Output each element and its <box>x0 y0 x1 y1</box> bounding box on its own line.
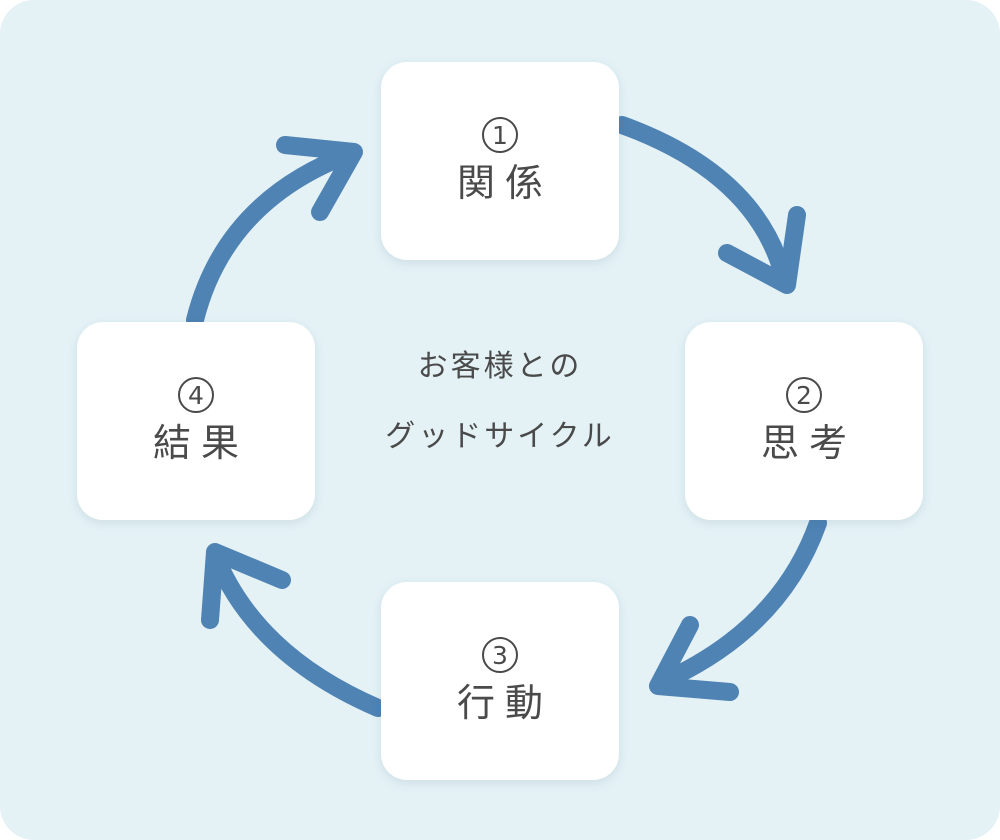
center-caption-line-1: お客様との <box>417 349 583 384</box>
arrow-result-to-relation <box>186 144 361 329</box>
arrow-relation-to-thinking-head <box>718 206 806 294</box>
arrow-action-to-result-head <box>201 543 291 629</box>
step-label-action: 行動 <box>456 681 553 726</box>
arrow-action-to-result <box>206 546 387 717</box>
center-caption: お客様との グッドサイクル <box>340 352 660 452</box>
step-label-result: 結果 <box>152 421 249 466</box>
step-card-relation: 1 関係 <box>381 62 619 260</box>
step-card-result: 4 結果 <box>77 322 315 520</box>
step-label-thinking: 思考 <box>760 421 857 466</box>
step-number-1: 1 <box>482 117 518 154</box>
arrow-thinking-to-action <box>651 514 827 692</box>
step-card-thinking: 2 思考 <box>685 322 923 520</box>
step-label-relation: 関係 <box>456 161 553 206</box>
center-caption-line-2: グッドサイクル <box>385 419 615 454</box>
arrow-result-to-relation-head <box>276 136 363 221</box>
step-number-3: 3 <box>482 637 518 674</box>
step-number-2: 2 <box>786 377 822 414</box>
arrow-thinking-to-action-head <box>649 616 739 701</box>
arrow-relation-to-thinking <box>613 116 794 291</box>
step-card-action: 3 行動 <box>381 582 619 780</box>
step-number-4: 4 <box>178 377 214 414</box>
